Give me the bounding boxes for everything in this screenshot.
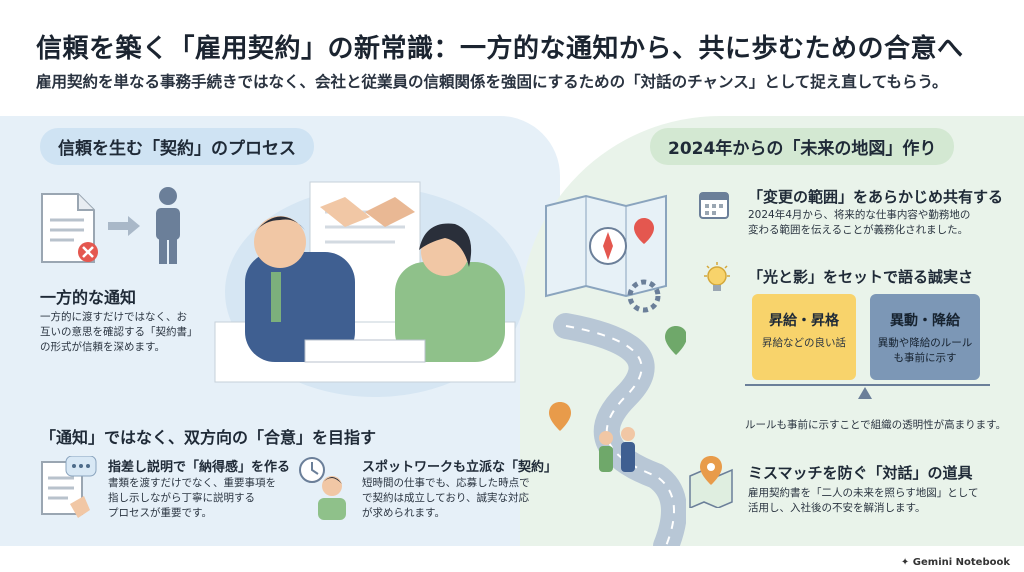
clock-worker-icon xyxy=(298,456,354,526)
mismatch-text: 雇用契約書を「二人の未来を照らす地図」として 活用し、入社後の不安を解消します。 xyxy=(748,486,1008,516)
scope-text: 2024年4月から、将来的な仕事内容や勤務地の 変わる範囲を伝えることが義務化さ… xyxy=(748,208,1018,238)
map-road-illustration xyxy=(536,176,687,559)
transfer-card: 異動・降給 異動や降給のルール も事前に示す xyxy=(870,294,980,380)
right-section-title: 2024年からの「未来の地図」作り xyxy=(650,128,955,165)
item2-text-line: で契約は成立しており、誠実な対応 xyxy=(362,492,529,505)
document-pointing-icon xyxy=(40,455,98,524)
page-title: 信頼を築く「雇用契約」の新常識：一方的な通知から、共に歩むための合意へ xyxy=(36,34,964,64)
item1-text: 書類を渡すだけでなく、重要事項を 指し示しながら丁寧に説明する プロセスが重要で… xyxy=(108,476,298,522)
light-bulb-icon xyxy=(702,262,732,300)
promotion-card-text: 昇給などの良い話 xyxy=(762,337,846,349)
agreement-heading: 「通知」ではなく、双方向の「合意」を目指す xyxy=(40,428,377,447)
one-way-text-line: の形式が信頼を深めます。 xyxy=(40,341,165,354)
light-shadow-note: ルールも事前に示すことで組織の透明性が高まります。 xyxy=(745,419,1007,431)
item2-text: 短時間の仕事でも、応募した時点で で契約は成立しており、誠実な対応 が求められま… xyxy=(362,476,552,522)
light-shadow-heading: 「光と影」をセットで語る誠実さ xyxy=(748,268,974,286)
mismatch-heading: ミスマッチを防ぐ「対話」の道具 xyxy=(748,464,973,482)
arrow-right-icon xyxy=(106,214,142,242)
calendar-icon xyxy=(698,188,730,224)
one-way-text-line: 互いの意思を確認する「契約書」 xyxy=(40,326,198,339)
scope-text-line: 変わる範囲を伝えることが義務化されました。 xyxy=(748,224,969,237)
balance-pivot xyxy=(858,384,872,403)
scope-heading: 「変更の範囲」をあらかじめ共有する xyxy=(748,188,1004,206)
sparkle-icon: ✦ xyxy=(900,557,910,568)
promotion-card: 昇給・昇格 昇給などの良い話 xyxy=(752,294,856,380)
item2-heading: スポットワークも立派な「契約」 xyxy=(362,460,558,475)
one-way-text-line: 一方的に渡すだけではなく、お xyxy=(40,311,187,323)
transfer-card-title: 異動・降給 xyxy=(890,313,960,329)
page-subtitle: 雇用契約を単なる事務手続きではなく、会社と従業員の信頼関係を強固にするための「対… xyxy=(36,73,948,91)
item2-text-line: が求められます。 xyxy=(362,507,445,520)
map-pin-icon xyxy=(688,456,734,512)
item1-text-line: 書類を渡すだけでなく、重要事項を xyxy=(108,477,276,489)
scope-text-line: 2024年4月から、将来的な仕事内容や勤務地の xyxy=(748,209,971,221)
handshake-illustration xyxy=(205,172,535,406)
one-way-text: 一方的に渡すだけではなく、お 互いの意思を確認する「契約書」 の形式が信頼を深め… xyxy=(40,310,230,356)
item1-text-line: 指し示しながら丁寧に説明する xyxy=(108,492,255,505)
item2-text-line: 短時間の仕事でも、応募した時点で xyxy=(362,477,530,489)
transfer-card-text-line: 異動や降給のルール xyxy=(877,337,973,349)
transfer-card-text-line: も事前に示す xyxy=(893,352,957,365)
one-way-heading: 一方的な通知 xyxy=(40,288,137,307)
document-rejected-icon xyxy=(38,192,98,264)
item1-text-line: プロセスが重要です。 xyxy=(108,507,212,520)
footer-brand: ✦ Gemini Notebook xyxy=(901,557,1010,568)
mismatch-text-line: 雇用契約書を「二人の未来を照らす地図」として xyxy=(748,487,979,499)
transfer-card-text: 異動や降給のルール も事前に示す xyxy=(870,336,980,366)
left-section-title: 信頼を生む「契約」のプロセス xyxy=(40,128,314,165)
footer-label: Gemini Notebook xyxy=(912,557,1010,568)
mismatch-text-line: 活用し、入社後の不安を解消します。 xyxy=(748,502,926,515)
balance-beam xyxy=(745,384,990,386)
person-icon xyxy=(150,186,186,270)
promotion-card-title: 昇給・昇格 xyxy=(769,313,839,329)
item1-heading: 指差し説明で「納得感」を作る xyxy=(108,460,291,475)
